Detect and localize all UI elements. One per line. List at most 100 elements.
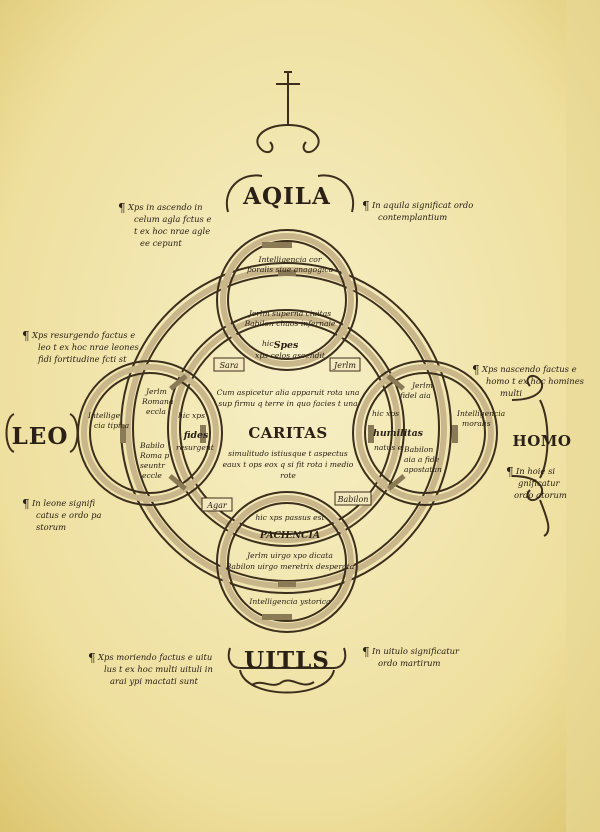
- virtue-caritas: Cum aspicetur alia apparuit rota una sup…: [217, 388, 360, 480]
- svg-text:resurgent: resurgent: [176, 443, 215, 452]
- svg-text:¶: ¶: [506, 465, 514, 479]
- svg-text:Jerlm superna ciuitas: Jerlm superna ciuitas: [247, 309, 331, 318]
- svg-text:In hoie si: In hoie si: [515, 466, 555, 476]
- svg-text:¶: ¶: [118, 201, 126, 215]
- ring-label-left-bottom: Babilo Roma p seuntr eccle: [139, 441, 169, 480]
- svg-text:rote: rote: [280, 471, 296, 480]
- paragraph-marks: ¶ ¶ ¶ ¶ ¶ ¶ ¶ ¶: [22, 199, 514, 665]
- gloss-bottom-right: In uitulo significatur ordo martirum: [371, 646, 460, 668]
- svg-text:¶: ¶: [88, 651, 96, 665]
- bottom-circle-text: Jerlm uirgo xpo dicata Babilon uirgo mer…: [225, 551, 355, 606]
- svg-text:Babilon: Babilon: [403, 445, 433, 454]
- virtue-fides: hic xps resurgent fides: [176, 411, 215, 452]
- svg-text:simulitudo istiusque t aspectu: simulitudo istiusque t aspectus: [228, 449, 348, 458]
- svg-text:sup firmu q terre in quo facie: sup firmu q terre in quo facies t una: [218, 399, 358, 408]
- svg-text:Jerlm uirgo xpo dicata: Jerlm uirgo xpo dicata: [245, 551, 333, 560]
- svg-text:Intellige: Intellige: [87, 411, 121, 420]
- svg-text:contemplantium: contemplantium: [378, 212, 447, 222]
- svg-text:arai ypi mactati sunt: arai ypi mactati sunt: [110, 676, 199, 686]
- svg-text:Xps resurgendo factus e: Xps resurgendo factus e: [31, 330, 135, 340]
- top-circle: [216, 229, 358, 371]
- svg-text:gnificatur: gnificatur: [518, 478, 560, 488]
- ring-label-left-top: Jerlm Romana eccla: [141, 387, 174, 416]
- svg-text:cia tipica: cia tipica: [94, 421, 130, 430]
- svg-text:¶: ¶: [362, 199, 370, 213]
- emblem-uitls: UITLS: [244, 647, 330, 674]
- svg-text:eccla: eccla: [146, 407, 166, 416]
- svg-text:homo t ex hoc homines: homo t ex hoc homines: [486, 376, 585, 386]
- left-emblem-ornament: [5, 413, 79, 453]
- virtue-spes: hic Spes xps celos ascendit: [255, 339, 326, 360]
- top-emblem-ornament: [225, 71, 355, 213]
- gloss-right-lower: In hoie si gnificatur ordo atorum: [514, 466, 567, 500]
- svg-text:fides: fides: [183, 430, 209, 441]
- right-emblem-ornament: [511, 374, 550, 537]
- gloss-top-left: Xps in ascendo in celum agla fctus e t e…: [127, 202, 212, 248]
- svg-text:catus e ordo pa: catus e ordo pa: [36, 510, 102, 520]
- svg-text:seuntr: seuntr: [140, 461, 165, 470]
- svg-text:ordo martirum: ordo martirum: [378, 658, 440, 668]
- svg-text:In leone signifi: In leone signifi: [31, 498, 95, 508]
- svg-text:eccle: eccle: [142, 471, 162, 480]
- svg-text:apostatan: apostatan: [404, 465, 442, 474]
- svg-text:¶: ¶: [22, 329, 30, 343]
- svg-text:fidi fortitudine fcti st: fidi fortitudine fcti st: [37, 354, 127, 364]
- svg-text:Intelligencia: Intelligencia: [456, 409, 506, 418]
- gloss-right-upper: Xps nascendo factus e homo t ex hoc homi…: [481, 364, 585, 398]
- svg-text:Babilo: Babilo: [139, 441, 165, 450]
- virtue-humilitas: hic xps natus e humilitas: [372, 409, 424, 452]
- svg-text:fidel aia: fidel aia: [399, 391, 431, 400]
- svg-text:ordo atorum: ordo atorum: [514, 490, 567, 500]
- svg-text:Xps in ascendo in: Xps in ascendo in: [127, 202, 203, 212]
- svg-text:¶: ¶: [22, 497, 30, 511]
- tag-sara: Sara: [213, 357, 245, 372]
- ring-label-right-top: Jerlm fidel aia: [399, 381, 433, 400]
- ring-ticks: [120, 242, 458, 620]
- left-circle-text: Intellige cia tipica: [87, 411, 130, 430]
- page-edge: [566, 0, 600, 832]
- svg-text:celum agla fctus e: celum agla fctus e: [134, 214, 212, 224]
- svg-text:Babilon uirgo meretrix despera: Babilon uirgo meretrix desperata: [225, 562, 355, 571]
- right-circle-text: Intelligencia moralis: [456, 409, 506, 428]
- svg-text:Xps moriendo factus e uitu: Xps moriendo factus e uitu: [97, 652, 212, 662]
- svg-text:¶: ¶: [472, 363, 480, 377]
- tag-agar: Agar: [201, 497, 233, 512]
- svg-text:lus t ex hoc multi uituli in: lus t ex hoc multi uituli in: [104, 664, 213, 674]
- bottom-circle: [216, 491, 358, 633]
- svg-text:hic: hic: [262, 339, 274, 348]
- svg-text:Jerlm: Jerlm: [410, 381, 433, 390]
- top-circle-text: Intelligencia cor poralis siue anagogica…: [244, 255, 336, 328]
- svg-text:Agar: Agar: [206, 501, 228, 510]
- svg-text:Babilon chaos infernale: Babilon chaos infernale: [244, 319, 336, 328]
- svg-text:Sara: Sara: [220, 361, 239, 370]
- gloss-left-upper: Xps resurgendo factus e leo t ex hoc nra…: [31, 330, 140, 364]
- svg-text:¶: ¶: [362, 645, 370, 659]
- emblem-aqila: AQILA: [242, 183, 331, 210]
- gloss-bottom-left: Xps moriendo factus e uitu lus t ex hoc …: [97, 652, 213, 686]
- svg-text:hic xps passus est: hic xps passus est: [255, 513, 325, 522]
- tag-babilon: Babilon: [334, 491, 372, 506]
- ring-label-right-bottom: Babilon aia a fide apostatan: [403, 445, 442, 474]
- right-circle: [352, 360, 498, 506]
- virtue-paciencia: hic xps passus est PACIENCIA: [255, 513, 325, 541]
- svg-text:PACIENCIA: PACIENCIA: [259, 530, 320, 541]
- svg-text:Roma p: Roma p: [139, 451, 169, 460]
- svg-text:eaux t ops eox q si fit rota i: eaux t ops eox q si fit rota i medio: [223, 460, 354, 469]
- gloss-top-right: In aquila significat ordo contemplantium: [371, 200, 473, 222]
- svg-text:xps celos ascendit: xps celos ascendit: [255, 351, 326, 360]
- inner-ring: [167, 309, 405, 547]
- svg-text:Babilon: Babilon: [337, 495, 369, 504]
- svg-text:storum: storum: [36, 522, 66, 532]
- svg-text:Jerlm: Jerlm: [144, 387, 167, 396]
- svg-text:poralis siue anagogica: poralis siue anagogica: [247, 265, 334, 274]
- svg-text:In aquila significat ordo: In aquila significat ordo: [371, 200, 473, 210]
- svg-text:aia a fide: aia a fide: [404, 455, 440, 464]
- svg-text:Xps nascendo factus e: Xps nascendo factus e: [481, 364, 577, 374]
- svg-text:In uitulo significatur: In uitulo significatur: [371, 646, 460, 656]
- svg-text:ee cepunt: ee cepunt: [140, 238, 182, 248]
- svg-text:humilitas: humilitas: [373, 428, 424, 439]
- emblem-leo: LEO: [12, 423, 69, 450]
- svg-text:CARITAS: CARITAS: [248, 424, 327, 442]
- svg-text:leo t ex hoc nrae leones: leo t ex hoc nrae leones: [38, 342, 140, 352]
